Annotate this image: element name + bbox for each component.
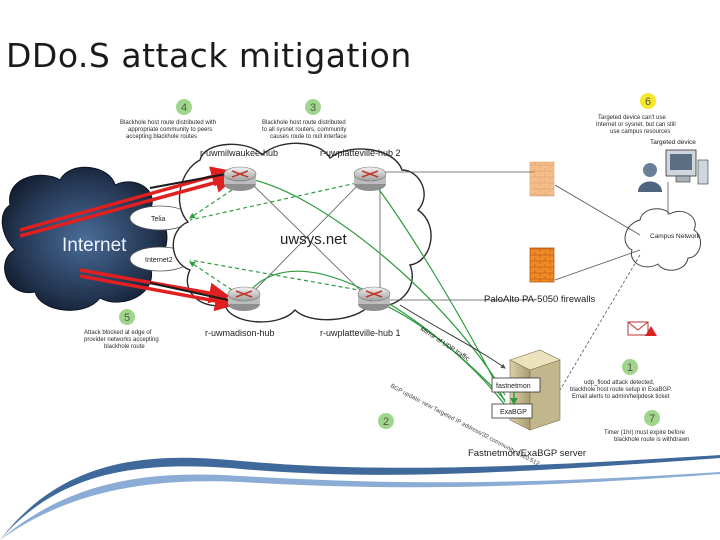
- svg-text:Blackhole host route distribut: Blackhole host route distributed with: [120, 120, 216, 126]
- svg-text:causes route to null interface: causes route to null interface: [270, 134, 347, 140]
- uwsys-net-label: uwsys.net: [280, 231, 348, 248]
- svg-text:blackhole host route setup in: blackhole host route setup in ExaBGP.: [570, 387, 672, 393]
- svg-text:accepting blackhole routes: accepting blackhole routes: [126, 134, 197, 140]
- svg-text:3: 3: [310, 102, 316, 114]
- step-badge-7: 7: [644, 410, 660, 426]
- router-label-uwplatteville-2: r-uwplatteville-hub 2: [320, 148, 401, 158]
- fastnetmon-box: [491, 377, 541, 393]
- svg-text:4: 4: [181, 102, 187, 114]
- router-uwmilwaukee-hub: [223, 166, 257, 191]
- svg-text:Blackhole host route distribut: Blackhole host route distributed: [262, 120, 346, 126]
- svg-text:use campus resources: use campus resources: [610, 129, 670, 135]
- svg-text:appropriate community to peers: appropriate community to peers: [128, 127, 212, 133]
- step-caption-7: Timer (1hr) must expire before blackhole…: [604, 430, 689, 443]
- router-label-uwmilwaukee: r-uwmilwaukee-hub: [200, 148, 278, 158]
- svg-text:Timer (1hr) must expire before: Timer (1hr) must expire before: [604, 430, 685, 436]
- campus-network-label: Campus Network: [650, 233, 701, 240]
- targeted-device-label: Targeted device: [650, 139, 696, 146]
- step-caption-6: Targeted device can't use Internet or sy…: [596, 115, 676, 135]
- targeted-device-icon: [665, 149, 709, 185]
- svg-text:Internet or sysnet, but can st: Internet or sysnet, but can still: [596, 122, 676, 128]
- step-badge-3: 3: [305, 99, 321, 115]
- svg-text:Email alerts to admin/helpdesk: Email alerts to admin/helpdesk ticket: [572, 394, 670, 400]
- step-caption-3: Blackhole host route distributed to all …: [262, 120, 347, 140]
- svg-text:2: 2: [383, 416, 389, 428]
- fastnetmon-box-label: fastnetmon: [496, 383, 531, 390]
- svg-text:Attack blocked at edge of: Attack blocked at edge of: [84, 330, 152, 336]
- svg-text:to all sysnet routers, communi: to all sysnet routers, community: [262, 127, 346, 133]
- firewalls-label: PaloAlto PA-5050 firewalls: [484, 294, 595, 305]
- step-caption-1: udp_flood attack detected, blackhole hos…: [570, 380, 672, 400]
- svg-text:6: 6: [645, 96, 651, 108]
- step-caption-4: Blackhole host route distributed with ap…: [120, 120, 216, 140]
- campus-network-cloud: [624, 208, 702, 271]
- firewall-icon-bottom: [529, 247, 555, 283]
- svg-text:1: 1: [627, 362, 633, 374]
- router-uplinks: [149, 173, 229, 301]
- telia-label: Telia: [151, 216, 166, 223]
- server-label: Fastnetmon/ExaBGP server: [468, 448, 586, 459]
- svg-text:blackhole route is withdrawn: blackhole route is withdrawn: [614, 437, 689, 443]
- svg-text:blackhole route: blackhole route: [104, 344, 145, 350]
- router-uwmadison-hub: [227, 286, 261, 311]
- internet2-label: Internet2: [145, 257, 173, 264]
- exabgp-box-label: ExaBGP: [500, 409, 527, 416]
- router-label-uwmadison: r-uwmadison-hub: [205, 328, 275, 338]
- step-caption-5: Attack blocked at edge of provider netwo…: [84, 330, 159, 350]
- slide-title: DDo.S attack mitigation: [6, 36, 412, 75]
- router-uwplatteville-hub-1: [357, 286, 391, 311]
- step-badge-2: 2: [378, 413, 394, 429]
- bottom-swoosh-decoration: [0, 455, 720, 540]
- router-uwplatteville-hub-2: [353, 166, 387, 191]
- user-icon: [638, 163, 662, 192]
- svg-text:5: 5: [124, 312, 130, 324]
- step-badge-4: 4: [176, 99, 192, 115]
- internet-label: Internet: [62, 235, 127, 256]
- svg-text:Targeted device can't use: Targeted device can't use: [598, 115, 667, 121]
- firewall-icon-top: [529, 161, 555, 197]
- router-label-uwplatteville-1: r-uwplatteville-hub 1: [320, 328, 401, 338]
- email-alert-icon: [627, 321, 657, 336]
- step-badge-5: 5: [119, 309, 135, 325]
- step-badge-6: 6: [640, 93, 656, 109]
- svg-text:provider networks accepting: provider networks accepting: [84, 337, 159, 343]
- step-badge-1: 1: [622, 359, 638, 375]
- svg-text:7: 7: [649, 413, 655, 425]
- svg-text:udp_flood attack detected,: udp_flood attack detected,: [584, 380, 655, 386]
- mirror-flow-line: [399, 304, 506, 369]
